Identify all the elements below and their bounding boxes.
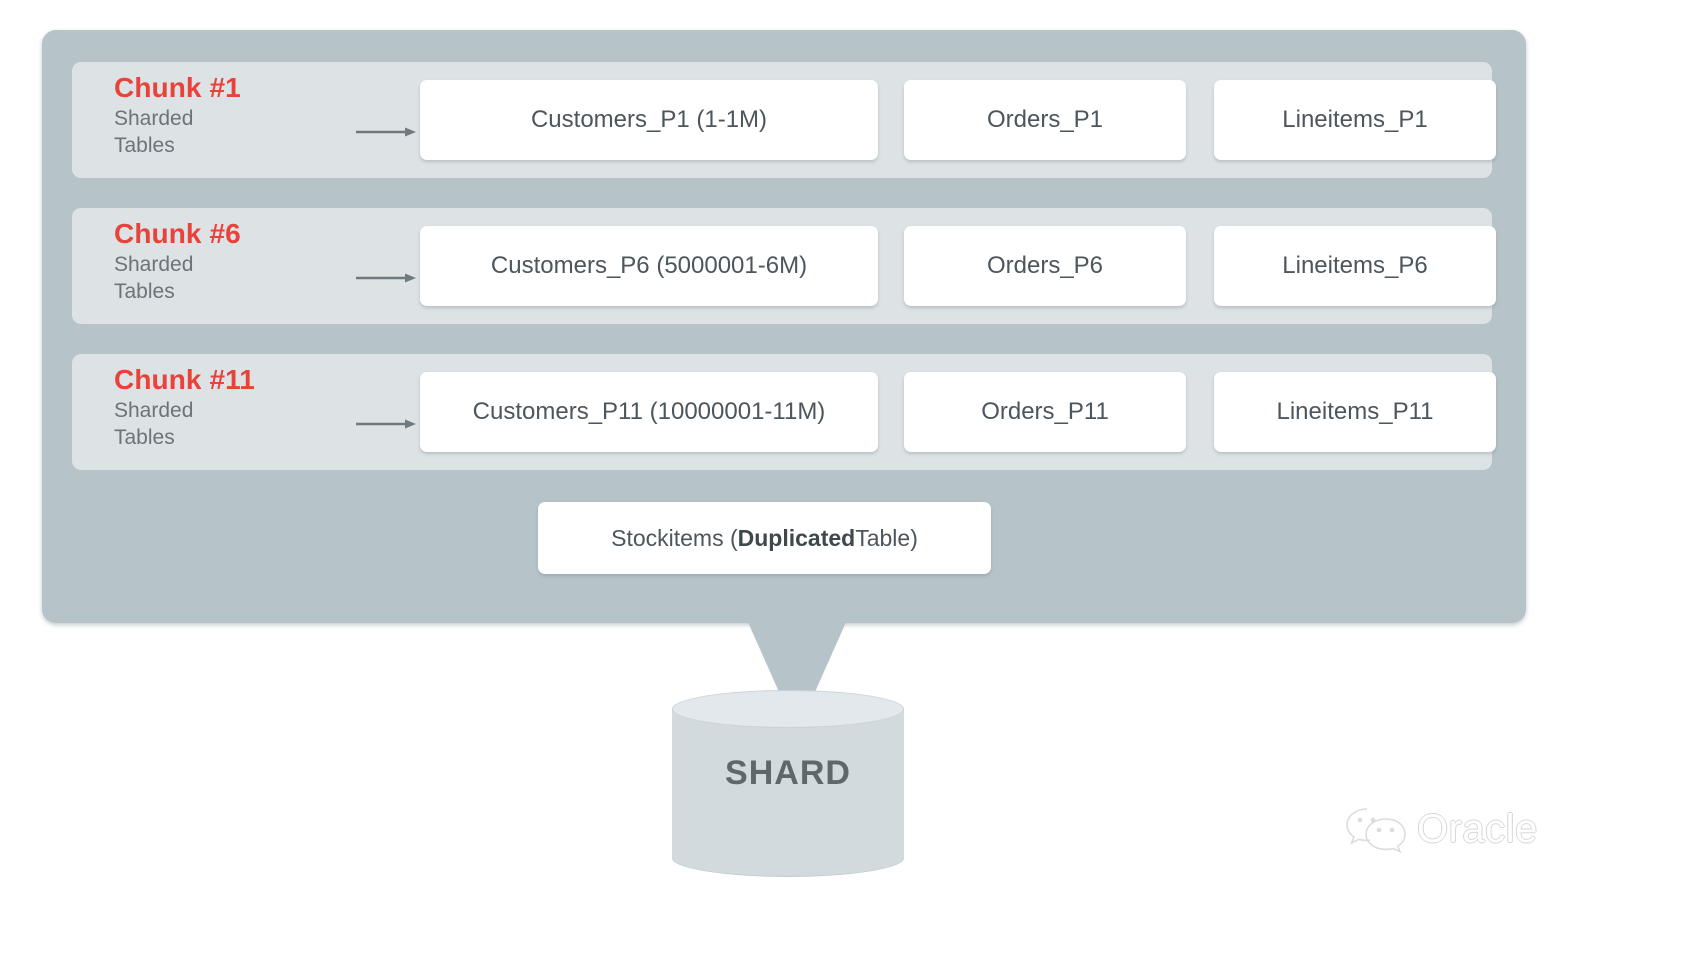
chunk-label-group: Chunk #6 Sharded Tables <box>114 217 329 305</box>
duplicated-table-box: Stockitems (Duplicated Table) <box>538 502 991 574</box>
chunk-subtitle-line2: Tables <box>114 280 175 303</box>
watermark-text: Oracle <box>1417 806 1538 851</box>
chunk-title: Chunk #11 <box>114 364 255 395</box>
shard-label: SHARD <box>725 754 851 792</box>
wechat-icon <box>1346 808 1406 853</box>
funnel-arrow-icon <box>747 620 847 728</box>
chunk-title: Chunk #1 <box>114 72 241 103</box>
chunk-subtitle-line2: Tables <box>114 134 175 157</box>
shard-cylinder: SHARD <box>672 690 904 877</box>
duplicated-table-prefix: Stockitems ( <box>611 524 738 551</box>
cylinder-top-ellipse <box>672 690 904 728</box>
chunk-label-group: Chunk #1 Sharded Tables <box>114 71 329 159</box>
sharded-table-box: Lineitems_P11 <box>1214 372 1496 452</box>
sharded-table-box: Customers_P1 (1-1M) <box>420 80 878 160</box>
arrow-right-icon <box>356 273 416 283</box>
sharded-table-box: Lineitems_P1 <box>1214 80 1496 160</box>
sharded-table-box: Customers_P6 (5000001-6M) <box>420 226 878 306</box>
sharded-table-box: Orders_P11 <box>904 372 1186 452</box>
sharded-table-box: Lineitems_P6 <box>1214 226 1496 306</box>
chunk-row: Chunk #6 Sharded Tables Customers_P6 (50… <box>72 208 1496 324</box>
chunk-title: Chunk #6 <box>114 218 241 249</box>
chunk-subtitle-line1: Sharded <box>114 253 194 276</box>
chunk-label-group: Chunk #11 Sharded Tables <box>114 363 329 451</box>
chunk-subtitle-line1: Sharded <box>114 399 194 422</box>
chunk-row: Chunk #11 Sharded Tables Customers_P11 (… <box>72 354 1496 470</box>
chunk-subtitle-line2: Tables <box>114 426 175 449</box>
arrow-right-icon <box>356 419 416 429</box>
sharded-table-box: Customers_P11 (10000001-11M) <box>420 372 878 452</box>
arrow-right-icon <box>356 127 416 137</box>
chunk-row: Chunk #1 Sharded Tables Customers_P1 (1-… <box>72 62 1496 178</box>
duplicated-table-suffix: Table) <box>855 524 918 551</box>
watermark: Oracle <box>1345 798 1645 860</box>
shard-panel: Chunk #1 Sharded Tables Customers_P1 (1-… <box>42 30 1526 623</box>
sharded-table-box: Orders_P1 <box>904 80 1186 160</box>
chunk-subtitle-line1: Sharded <box>114 107 194 130</box>
duplicated-table-emphasis: Duplicated <box>737 524 856 551</box>
sharded-table-box: Orders_P6 <box>904 226 1186 306</box>
cylinder-body <box>672 708 904 858</box>
